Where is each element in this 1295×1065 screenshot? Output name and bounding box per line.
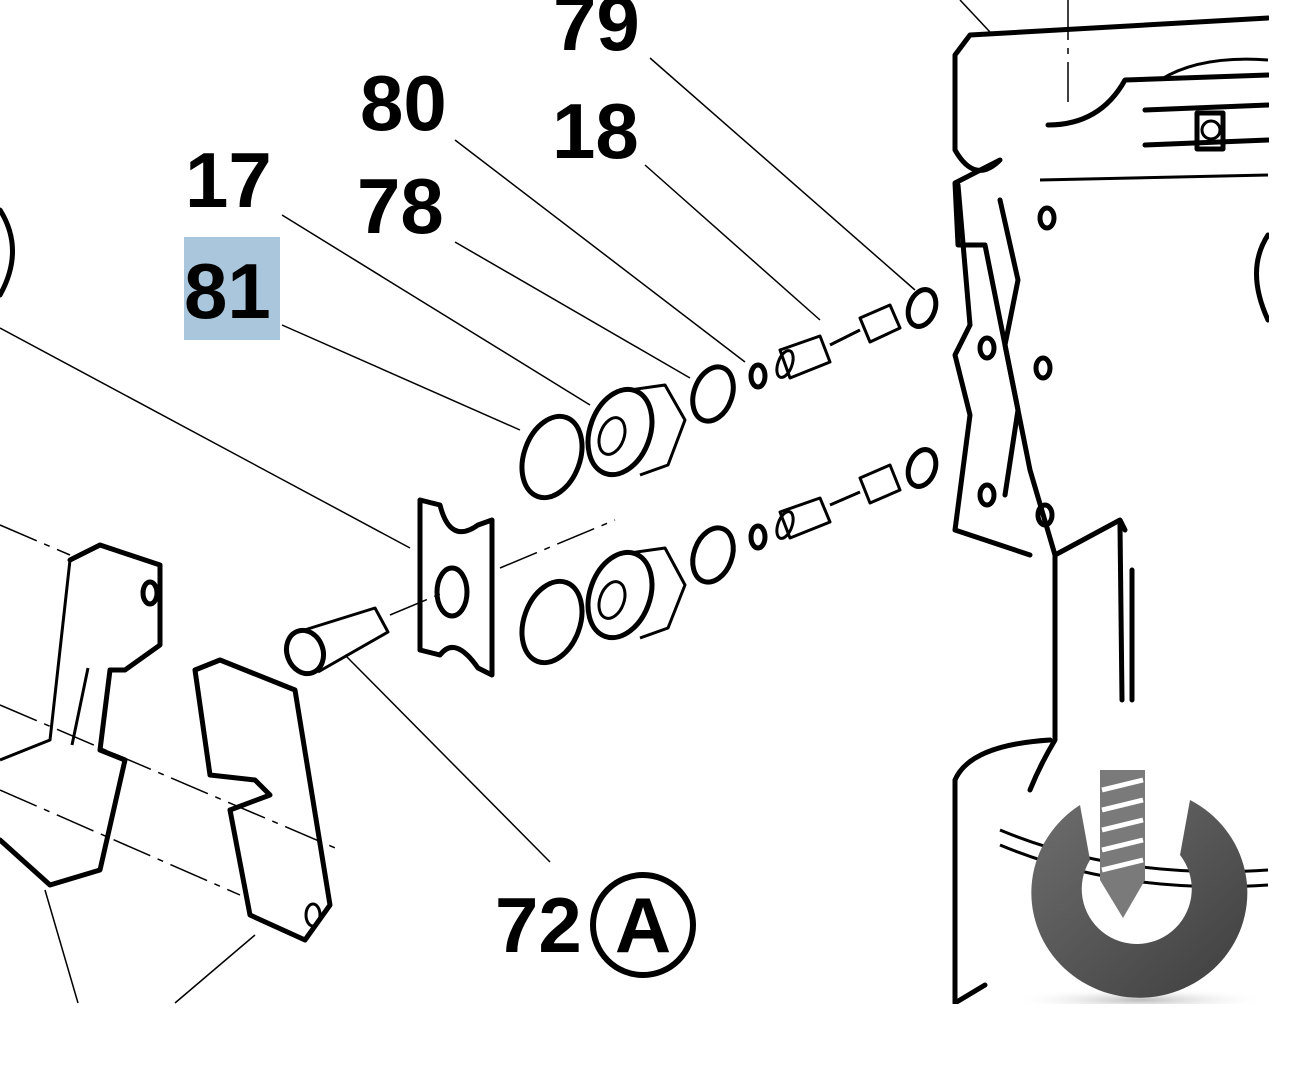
label-72-circle-a[interactable]: A (615, 881, 671, 969)
plate-and-bolt (283, 497, 495, 678)
label-81-highlight (184, 237, 280, 340)
label-80[interactable]: 80 (360, 59, 447, 147)
label-79[interactable]: 79 (553, 0, 640, 67)
main-housing (952, 15, 1271, 1006)
lower-valve-assembly (519, 447, 939, 666)
label-81[interactable]: 81 (184, 247, 271, 335)
lever-parts (0, 542, 333, 943)
label-78[interactable]: 78 (357, 162, 444, 250)
drill-bit-ring-logo (1010, 770, 1270, 1012)
leader-lines (0, 0, 991, 1004)
label-17[interactable]: 17 (185, 136, 272, 224)
label-18[interactable]: 18 (552, 87, 639, 175)
label-72[interactable]: 72 (495, 881, 582, 969)
reference-circle (590, 872, 696, 978)
center-lines (0, 0, 1069, 896)
upper-valve-assembly (519, 287, 939, 501)
partial-circle (0, 207, 15, 298)
